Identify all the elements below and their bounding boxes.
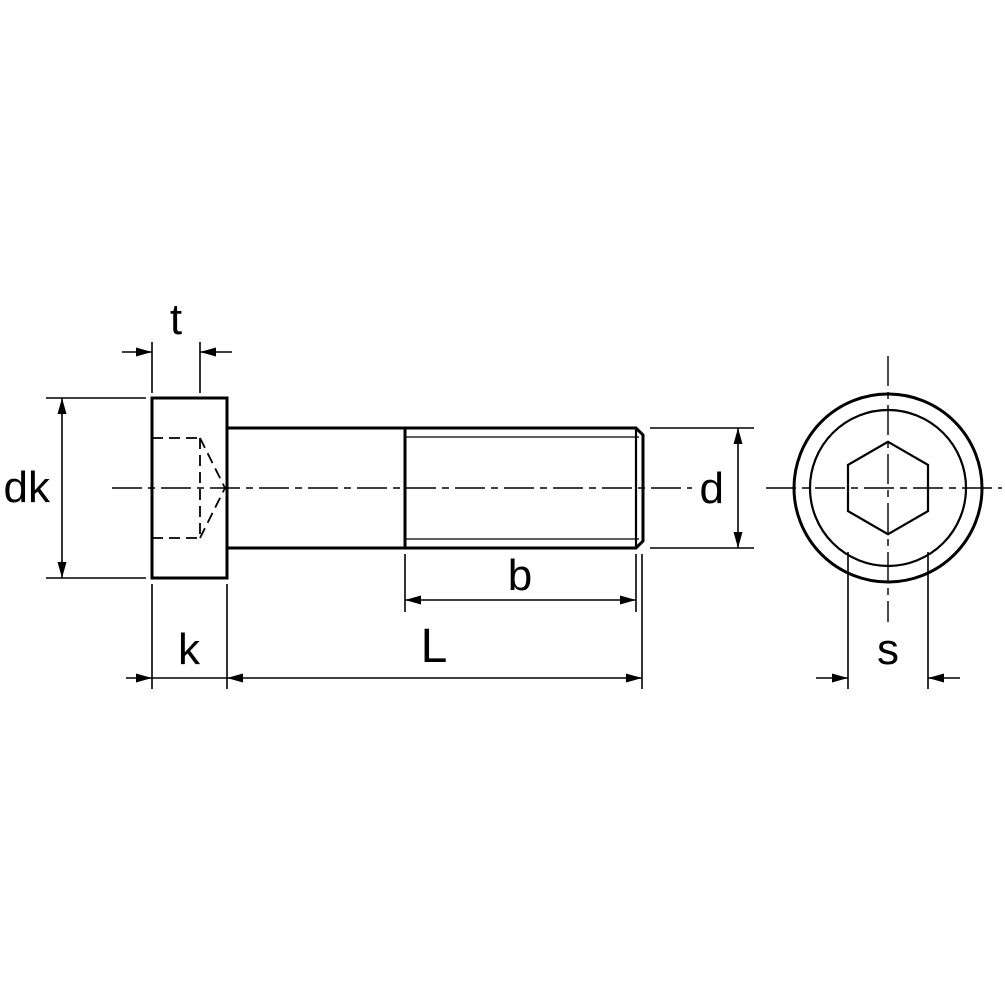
socket-cone-upper-line [199, 437, 226, 489]
dk-arrowhead-top [57, 398, 67, 414]
d-label: d [700, 464, 724, 513]
t-label: t [170, 295, 182, 344]
L-label: L [421, 620, 448, 673]
dimension-d: d [650, 427, 754, 549]
dimension-t: t [122, 295, 232, 393]
k-label: k [178, 625, 201, 674]
s-label: s [877, 625, 899, 674]
d-arrowhead-top [733, 428, 743, 444]
socket-cone-lower-line [199, 487, 226, 539]
b-arrowhead-right [620, 595, 636, 605]
hidden-socket-lines [152, 437, 226, 539]
L-arrowhead-right [626, 673, 642, 683]
t-arrowhead-left [136, 347, 152, 357]
centerlines [112, 356, 1002, 622]
side-view [150, 396, 645, 580]
head-chamfer-circle [808, 408, 968, 568]
b-label: b [508, 551, 532, 600]
screw-shank-outline [227, 426, 645, 550]
dimension-dk: dk [4, 397, 146, 579]
s-arrowhead-left [832, 673, 848, 683]
t-arrowhead-right [200, 347, 216, 357]
hex-socket-outline [846, 440, 930, 536]
end-view [792, 392, 984, 584]
s-arrowhead-right [928, 673, 944, 683]
dk-arrowhead-bottom [57, 562, 67, 578]
screw-head-outline [150, 396, 229, 580]
head-outer-circle [792, 392, 984, 584]
dimension-k-L: k L [126, 554, 643, 689]
k-L-arrowhead-middle [227, 673, 243, 683]
d-arrowhead-bottom [733, 532, 743, 548]
dimension-s: s [816, 552, 960, 689]
k-arrowhead-left [136, 673, 152, 683]
dk-label: dk [4, 463, 51, 512]
dimension-b: b [404, 551, 637, 612]
b-arrowhead-left [405, 595, 421, 605]
